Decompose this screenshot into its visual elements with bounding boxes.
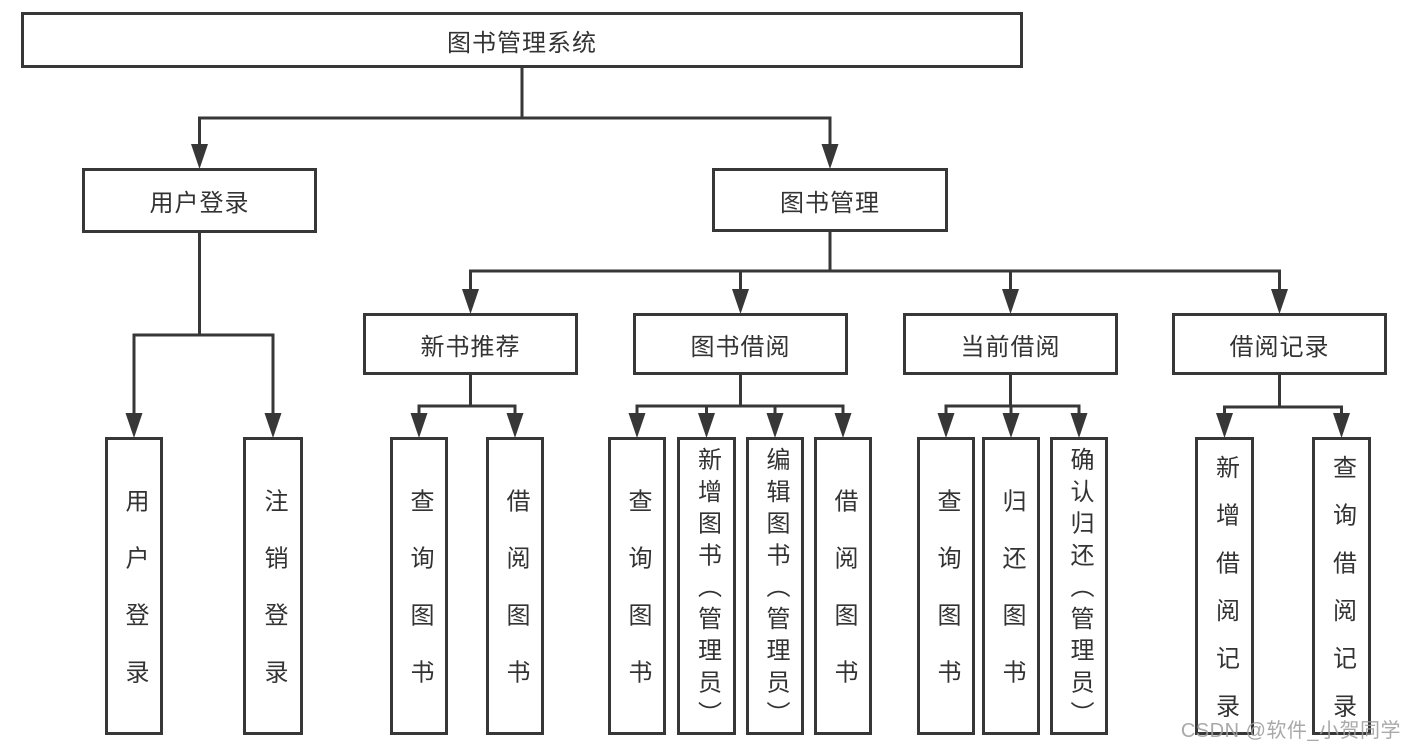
node-label: 新增借阅记录	[1211, 454, 1239, 735]
arrowhead	[410, 413, 428, 438]
node-leaf-query-books-3: 查询图书	[917, 437, 975, 735]
node-book-borrow: 图书借阅	[633, 313, 848, 375]
csdn-watermark: CSDN @软件_小贺同学	[1180, 720, 1401, 742]
node-label: 归还图书	[998, 488, 1025, 717]
arrowhead	[821, 144, 839, 169]
node-label: 查询图书	[933, 488, 960, 717]
node-leaf-confirm-return-admin: 确认归还（管理员）	[1050, 437, 1108, 735]
node-leaf-edit-books-admin: 编辑图书（管理员）	[746, 437, 804, 735]
arrowhead	[1333, 413, 1350, 438]
node-label: 注销登录	[260, 488, 287, 717]
node-user-login: 用户登录	[82, 168, 317, 233]
node-leaf-borrow-books-1: 借阅图书	[486, 437, 544, 735]
node-leaf-add-borrow-record: 新增借阅记录	[1195, 437, 1254, 735]
arrowhead	[1216, 413, 1233, 438]
node-leaf-add-books-admin: 新增图书（管理员）	[677, 437, 736, 735]
node-label: 确认归还（管理员）	[1066, 446, 1093, 733]
arrowhead	[766, 413, 784, 438]
arrowhead	[698, 413, 715, 438]
arrowhead	[1271, 289, 1288, 314]
arrowhead	[1002, 413, 1020, 438]
arrowhead	[628, 413, 646, 438]
node-leaf-user-login: 用户登录	[105, 437, 163, 735]
node-book-management: 图书管理	[712, 168, 948, 232]
arrowhead	[191, 144, 208, 169]
node-current-borrow: 当前借阅	[903, 313, 1118, 375]
node-label: 用户登录	[121, 488, 148, 717]
node-label: 查询借阅记录	[1328, 454, 1356, 735]
arrowhead	[506, 413, 524, 438]
node-leaf-return-books: 归还图书	[982, 437, 1040, 735]
node-label: 借阅图书	[830, 488, 857, 717]
node-leaf-logout: 注销登录	[243, 437, 303, 735]
node-label: 新增图书（管理员）	[693, 446, 721, 733]
node-leaf-query-books-1: 查询图书	[390, 437, 448, 735]
node-new-book-recommend: 新书推荐	[363, 313, 578, 375]
node-root: 图书管理系统	[21, 12, 1023, 68]
arrowhead	[732, 289, 749, 314]
arrowhead	[834, 413, 852, 438]
arrowhead	[937, 413, 955, 438]
node-label: 查询图书	[624, 488, 651, 717]
node-leaf-borrow-books-2: 借阅图书	[814, 437, 872, 735]
arrowhead	[1070, 413, 1088, 438]
node-borrow-records: 借阅记录	[1172, 313, 1387, 375]
arrowhead	[1002, 289, 1019, 314]
node-label: 借阅图书	[502, 488, 529, 717]
node-label: 查询图书	[406, 488, 433, 717]
arrowhead	[462, 289, 479, 314]
arrowhead	[125, 413, 143, 438]
node-leaf-query-books-2: 查询图书	[608, 437, 666, 735]
node-label: 编辑图书（管理员）	[762, 446, 789, 733]
node-leaf-query-borrow-record: 查询借阅记录	[1312, 437, 1371, 735]
arrowhead	[264, 413, 282, 438]
